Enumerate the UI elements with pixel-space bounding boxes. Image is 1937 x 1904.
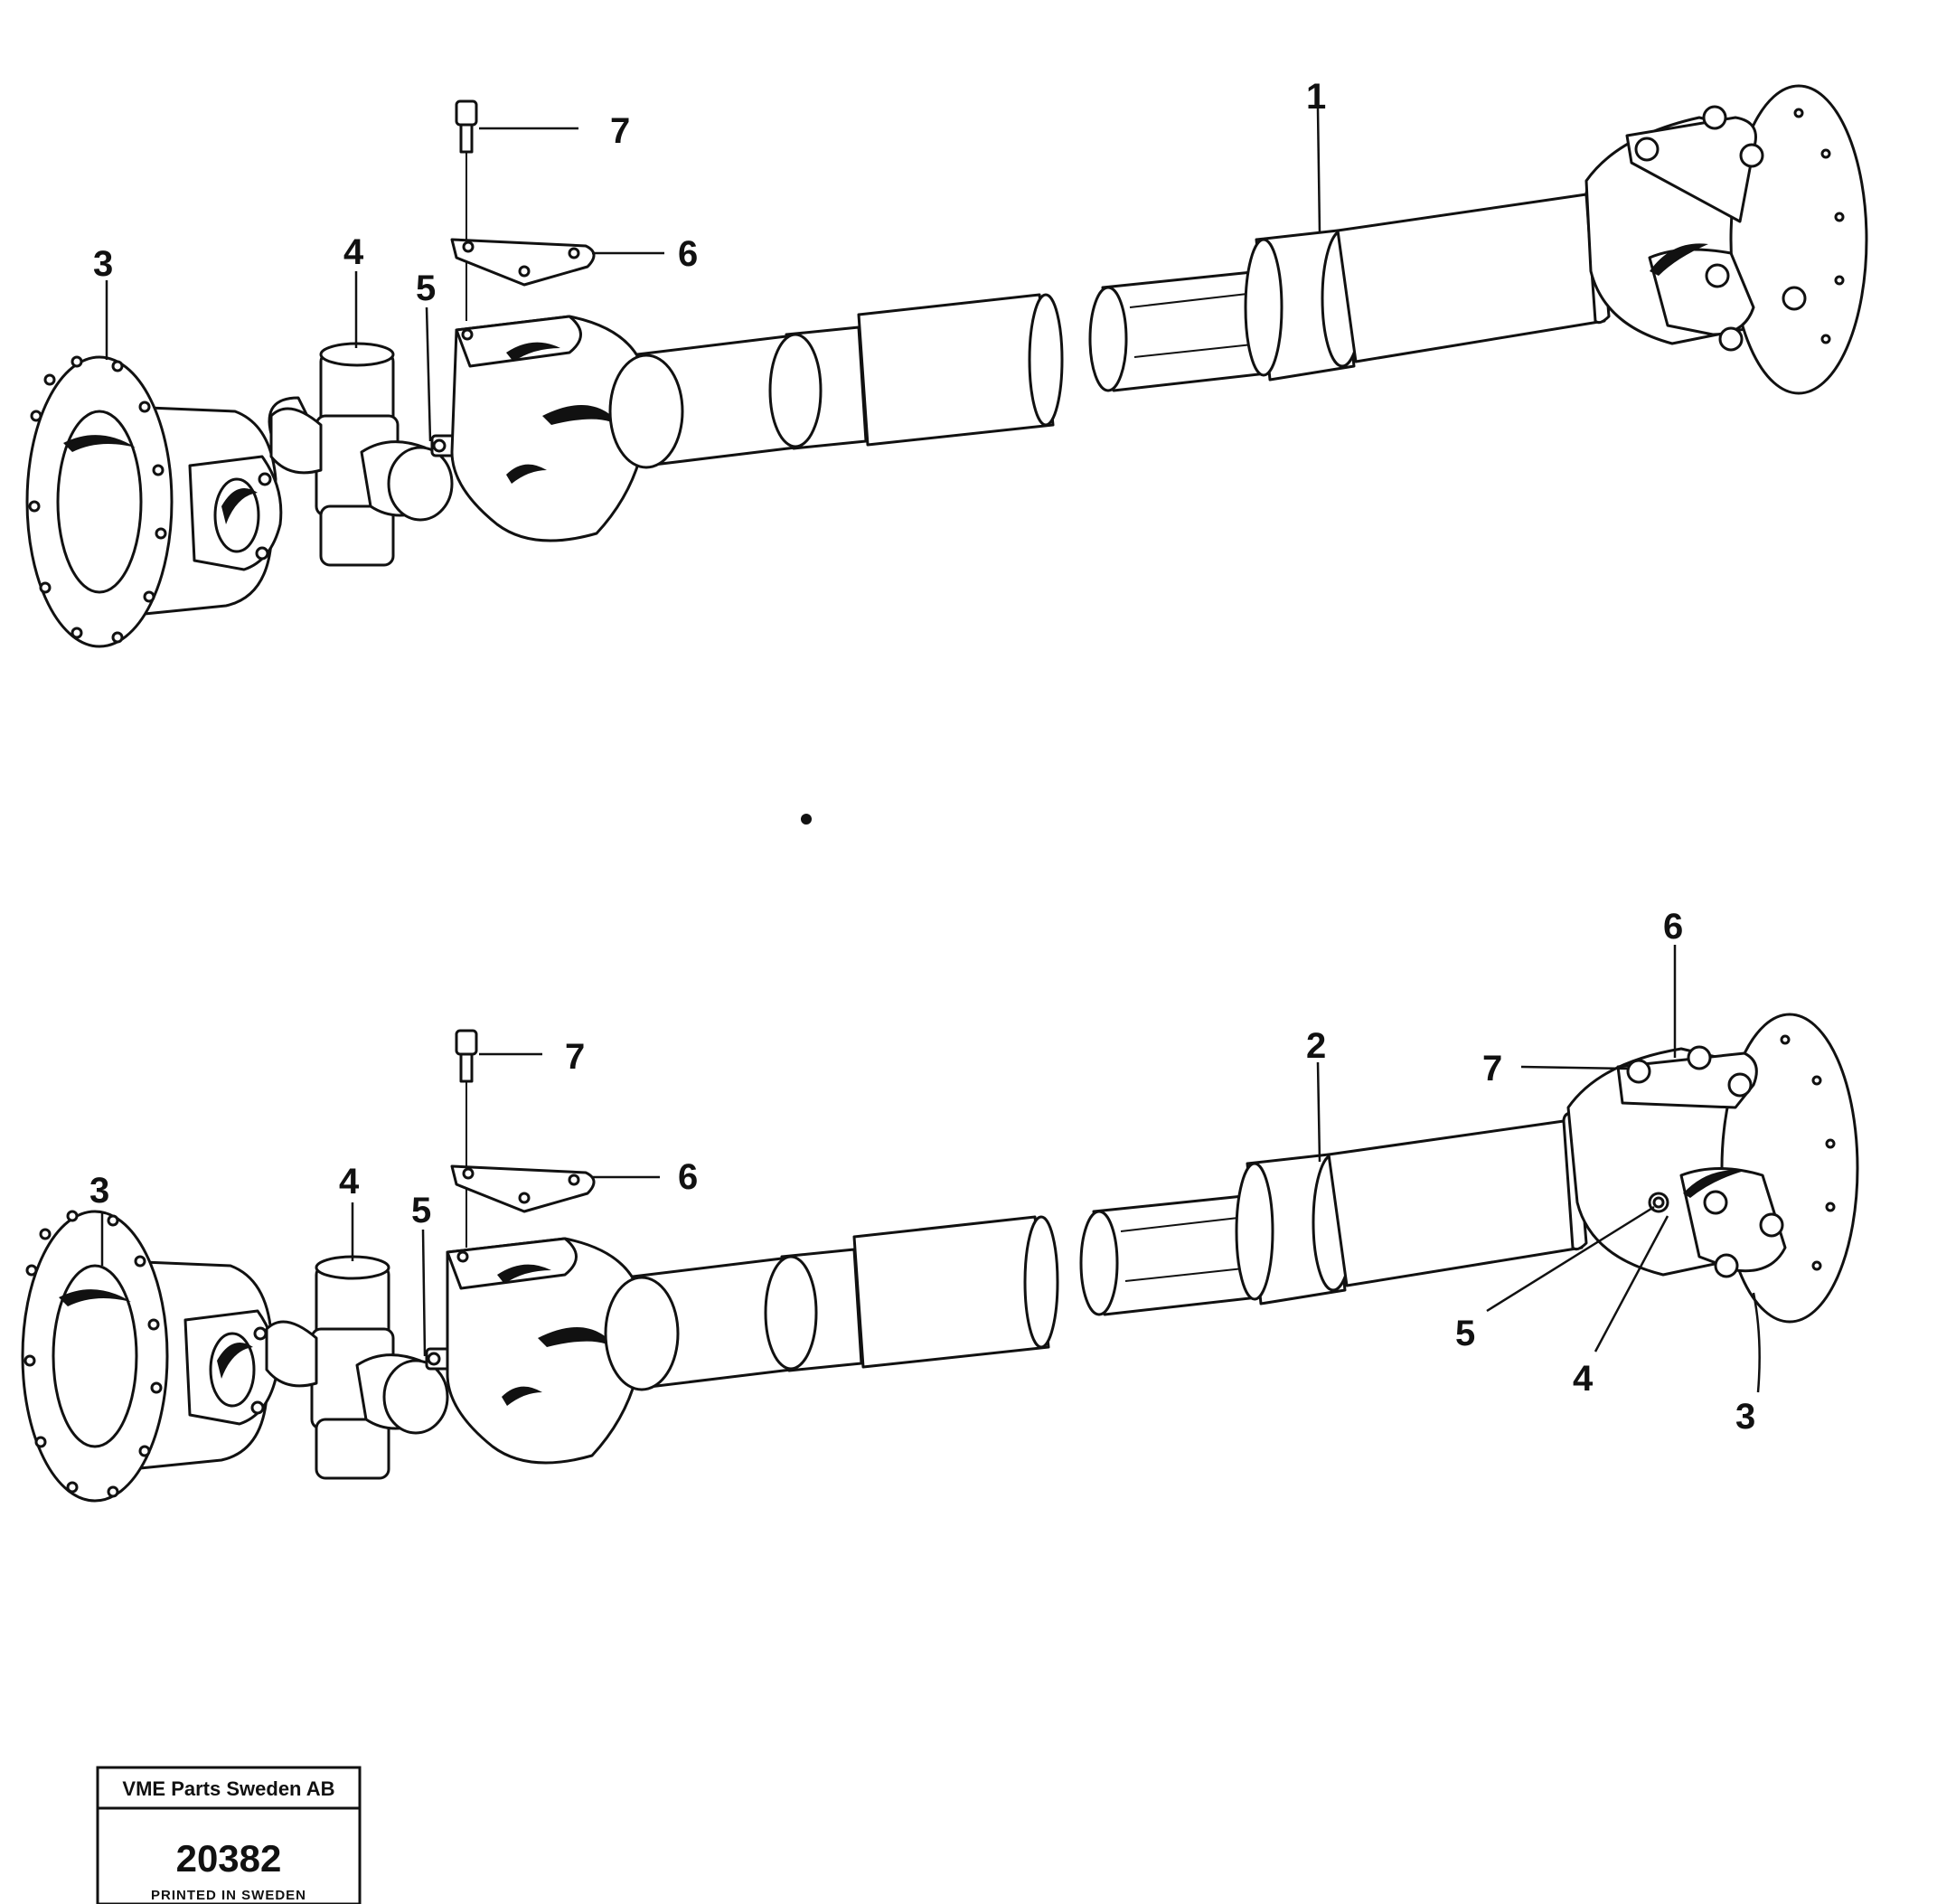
top-shaft (608, 184, 1611, 469)
bottom-right-callout-lock-plate: 6 (1663, 907, 1683, 947)
bottom-right-callout-bolt: 7 (1482, 1049, 1502, 1089)
stamp-company: VME Parts Sweden AB (122, 1777, 334, 1800)
bottom-callout-lock-plate: 6 (678, 1157, 698, 1197)
top-right-yoke-flange (1584, 84, 1868, 395)
bottom-weld-yoke (446, 1237, 644, 1465)
top-callout-bolt: 7 (610, 111, 630, 151)
top-flange-yoke (25, 355, 283, 648)
top-spider (268, 342, 454, 567)
top-bolt (455, 99, 478, 321)
stray-dot (801, 814, 812, 825)
bottom-callouts: 2 3 4 5 6 7 6 7 5 4 3 (89, 907, 1761, 1437)
bottom-right-callout-spider: 4 (1573, 1359, 1594, 1399)
top-callout-flange-yoke: 3 (93, 244, 113, 284)
bottom-shaft (604, 1110, 1588, 1391)
top-callout-lock-plate: 6 (678, 234, 698, 274)
bottom-right-callout-flange-yoke: 3 (1735, 1397, 1755, 1437)
top-callouts: 1 3 4 5 6 7 (93, 77, 1326, 442)
top-callout-grease-nipple: 5 (416, 269, 436, 308)
top-lock-plate (450, 238, 596, 287)
bottom-callout-bolt: 7 (565, 1037, 585, 1077)
bottom-callout-flange-yoke: 3 (89, 1171, 109, 1211)
top-callout-spider: 4 (343, 232, 364, 272)
bottom-callout-grease-nipple: 5 (411, 1191, 431, 1230)
bottom-assembly: 2 3 4 5 6 7 6 7 5 4 3 (21, 907, 1859, 1503)
stamp-printed: PRINTED IN SWEDEN (151, 1888, 306, 1903)
bottom-callout-shaft: 2 (1306, 1026, 1326, 1066)
top-assembly: 1 3 4 5 6 7 (25, 77, 1868, 648)
bottom-flange-yoke (21, 1210, 278, 1503)
top-callout-shaft: 1 (1306, 77, 1326, 117)
bottom-bolt (455, 1029, 478, 1248)
stamp-box: VME Parts Sweden AB 20382 PRINTED IN SWE… (96, 1766, 362, 1904)
bottom-spider (265, 1255, 449, 1480)
stamp-number: 20382 (176, 1837, 282, 1880)
bottom-callout-spider: 4 (339, 1162, 360, 1202)
bottom-right-yoke-flange (1566, 1013, 1859, 1324)
top-weld-yoke (450, 315, 649, 542)
bottom-right-callout-grease-nipple: 5 (1455, 1314, 1475, 1353)
bottom-lock-plate (450, 1164, 596, 1213)
